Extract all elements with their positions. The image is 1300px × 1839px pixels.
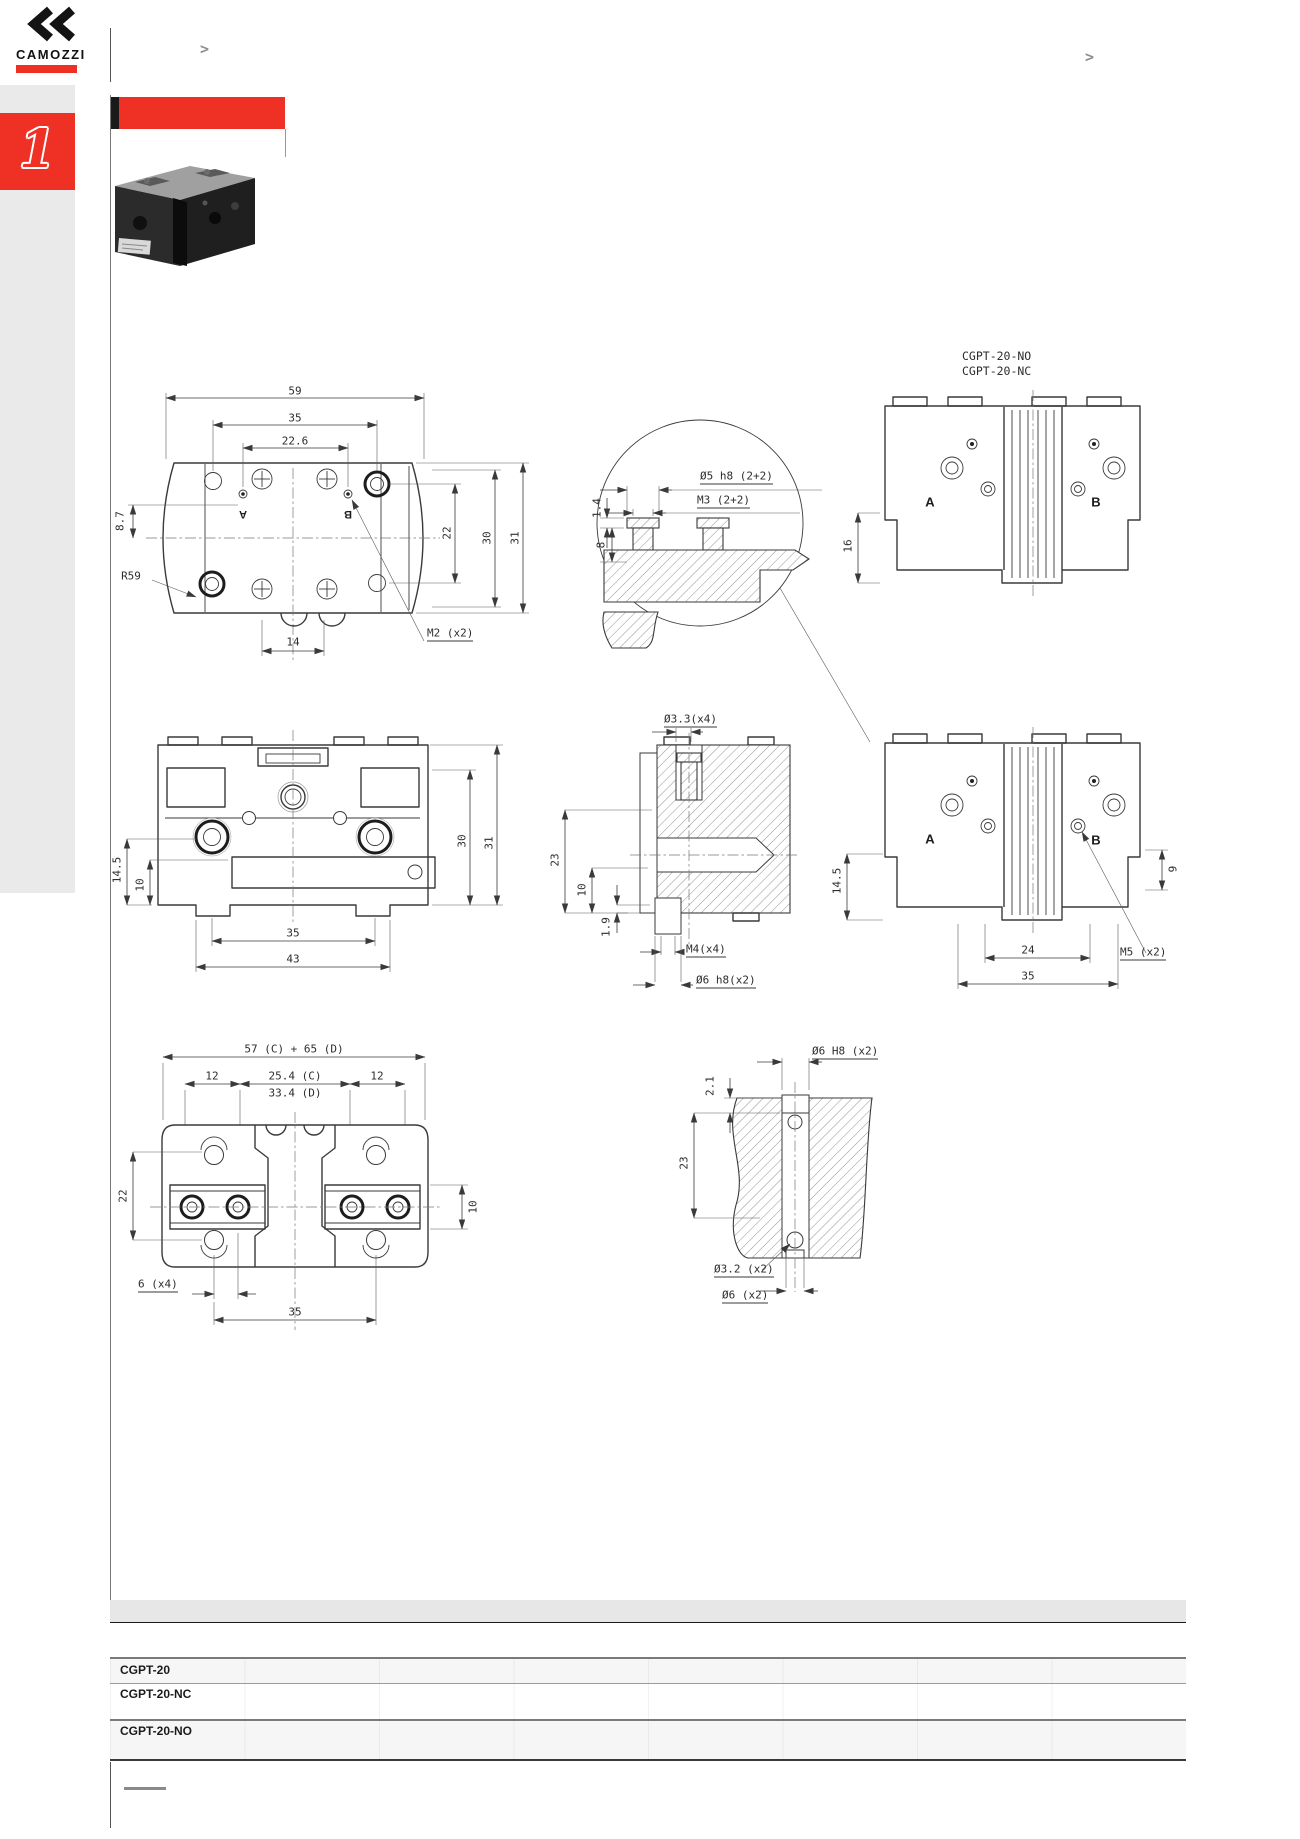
dim-35-top: 35 xyxy=(288,411,302,425)
dim-8: 8 xyxy=(594,541,608,549)
dim-30-mid: 30 xyxy=(455,834,469,848)
dim-31-mid: 31 xyxy=(482,836,496,850)
dim-23-sec: 23 xyxy=(548,853,562,867)
table-row: CGPT-20-NO xyxy=(110,1721,1186,1761)
dim-9: 9 xyxy=(1166,865,1180,873)
dim-25-4: 25.4 (C) xyxy=(268,1069,322,1083)
series-banner xyxy=(119,97,285,129)
dim-m3: M3 (2+2) xyxy=(697,493,750,509)
port-a-nonc: A xyxy=(925,494,935,510)
table-header-band xyxy=(110,1600,1186,1623)
dim-o3-3: Ø3.3(x4) xyxy=(664,712,717,728)
dim-22-right: 22 xyxy=(440,526,454,540)
breadcrumb-chevron-left: > xyxy=(200,40,210,58)
dim-m2: M2 (x2) xyxy=(427,626,474,642)
dim-30-right: 30 xyxy=(480,531,494,545)
dim-33-4: 33.4 (D) xyxy=(268,1086,322,1100)
dim-1-4: 1.4 xyxy=(590,498,604,518)
table-gap xyxy=(110,1623,1186,1657)
top-plan-view xyxy=(128,393,529,660)
dim-total-length: 57 (C) + 65 (D) xyxy=(244,1042,344,1056)
dim-o6H8: Ø6 H8 (x2) xyxy=(812,1044,879,1060)
jaw-plan-view xyxy=(129,1053,468,1330)
dim-2-1: 2.1 xyxy=(703,1076,717,1096)
front-view-ports xyxy=(843,727,1168,989)
dim-10-jaw: 10 xyxy=(466,1200,480,1214)
dim-43: 43 xyxy=(286,952,300,966)
dim-12-left: 12 xyxy=(205,1069,219,1083)
table-row: CGPT-20-NC xyxy=(110,1684,1186,1721)
dim-14-5-left: 14.5 xyxy=(110,856,124,884)
front-view-plain xyxy=(123,730,503,972)
footer-dash xyxy=(124,1787,166,1790)
brand-wordmark: CAMOZZI xyxy=(16,47,86,62)
model-name: CGPT-20-NC xyxy=(120,1687,192,1701)
dim-59: 59 xyxy=(288,384,302,398)
dim-24: 24 xyxy=(1021,943,1035,957)
dim-10-left: 10 xyxy=(133,878,147,892)
dim-22-jaw: 22 xyxy=(116,1189,130,1203)
banner-notch xyxy=(111,97,119,129)
jaw-section-view xyxy=(690,1058,873,1295)
port-b-nonc: B xyxy=(1091,494,1101,510)
dim-35-jaw: 35 xyxy=(288,1305,302,1319)
dim-8-7: 8.7 xyxy=(113,511,127,531)
banner-tail-line xyxy=(285,129,286,157)
dim-16: 16 xyxy=(841,539,855,553)
view-title-no: CGPT-20-NO xyxy=(962,349,1032,363)
dim-14-5-ports: 14.5 xyxy=(830,867,844,895)
table-row: CGPT-20 xyxy=(110,1657,1186,1684)
dim-10-sec: 10 xyxy=(575,883,589,897)
dim-o6h8: Ø6 h8(x2) xyxy=(696,973,756,989)
content-left-rule xyxy=(110,95,111,1600)
dim-35-ports: 35 xyxy=(1021,969,1035,983)
dim-1-9: 1.9 xyxy=(599,917,613,937)
brand-red-bar xyxy=(16,65,77,73)
section-number-box: 1 xyxy=(0,113,75,190)
camozzi-logo-icon xyxy=(27,6,75,42)
dim-31-right: 31 xyxy=(508,531,522,545)
dim-o6: Ø6 (x2) xyxy=(722,1288,769,1304)
port-a-top: A xyxy=(239,508,247,520)
section-number: 1 xyxy=(19,119,56,180)
front-view-no-nc xyxy=(854,390,1141,598)
model-name: CGPT-20-NO xyxy=(120,1724,193,1738)
dim-23-jaw: 23 xyxy=(677,1156,691,1170)
spec-table: CGPT-20 CGPT-20-NC CGPT-20-NO xyxy=(110,1600,1186,1761)
dim-m5: M5 (x2) xyxy=(1120,945,1167,961)
view-title-nc: CGPT-20-NC xyxy=(962,364,1032,378)
detail-circle-view xyxy=(596,419,871,743)
dim-35-mid: 35 xyxy=(286,926,300,940)
section-sidebar: 1 xyxy=(0,85,75,893)
breadcrumb-chevron-right: > xyxy=(1085,48,1095,66)
dim-o5h8: Ø5 h8 (2+2) xyxy=(700,469,773,485)
dim-r59: R59 xyxy=(121,569,141,583)
port-b-top: B xyxy=(344,508,352,520)
header-divider xyxy=(110,28,111,82)
dim-m4: M4(x4) xyxy=(686,942,726,958)
dim-22-6: 22.6 xyxy=(281,434,309,448)
cross-section-view xyxy=(561,728,800,989)
port-b-ports: B xyxy=(1091,832,1101,848)
model-name: CGPT-20 xyxy=(120,1663,171,1677)
dim-14: 14 xyxy=(286,635,300,649)
dim-6x4: 6 (x4) xyxy=(138,1277,178,1293)
dim-o3-2: Ø3.2 (x2) xyxy=(714,1262,774,1278)
product-photo xyxy=(115,166,255,266)
footer-left-rule xyxy=(110,1762,111,1828)
dim-12-right: 12 xyxy=(370,1069,384,1083)
port-a-ports: A xyxy=(925,831,935,847)
